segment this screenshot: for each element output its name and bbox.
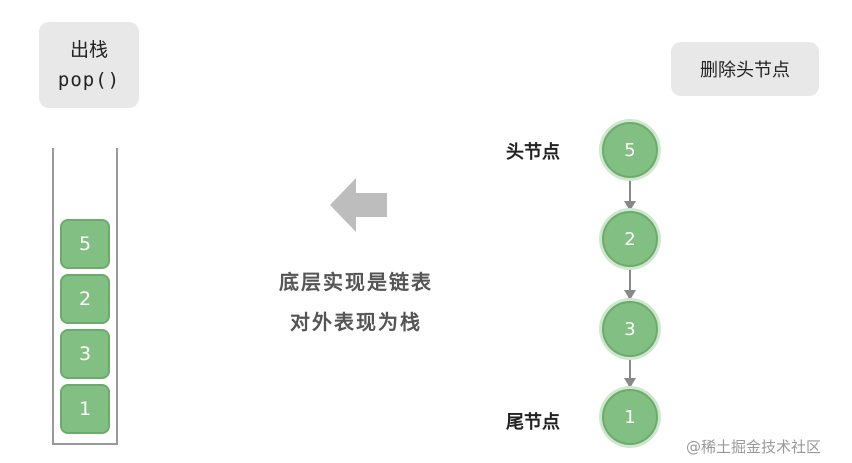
pop-title: 出栈 — [69, 39, 108, 61]
head-node-label: 头节点 — [506, 142, 560, 163]
stack-item: 2 — [60, 274, 110, 324]
stack-right-wall — [116, 148, 118, 444]
stack-item: 1 — [60, 384, 110, 434]
pop-operation-box: 出栈 pop() — [39, 22, 139, 108]
link-arrowhead — [624, 378, 636, 388]
caption-line-1: 底层实现是链表 — [279, 270, 433, 294]
tail-node-label: 尾节点 — [506, 412, 560, 433]
list-node: 5 — [602, 122, 658, 178]
stack-bottom — [52, 443, 118, 445]
pop-code: pop() — [57, 69, 121, 91]
left-arrow-icon — [330, 178, 387, 232]
list-node: 2 — [602, 211, 658, 267]
list-node: 3 — [602, 301, 658, 357]
list-node: 1 — [602, 389, 658, 445]
delete-head-box: 删除头节点 — [671, 42, 819, 96]
stack-item: 5 — [60, 219, 110, 269]
watermark: @稀土掘金技术社区 — [686, 438, 822, 456]
delete-head-label: 删除头节点 — [700, 60, 790, 81]
caption-line-2: 对外表现为栈 — [290, 310, 422, 334]
link-arrowhead — [624, 290, 636, 300]
stack-item: 3 — [60, 329, 110, 379]
link-arrowhead — [624, 201, 636, 211]
stack-left-wall — [52, 148, 54, 444]
